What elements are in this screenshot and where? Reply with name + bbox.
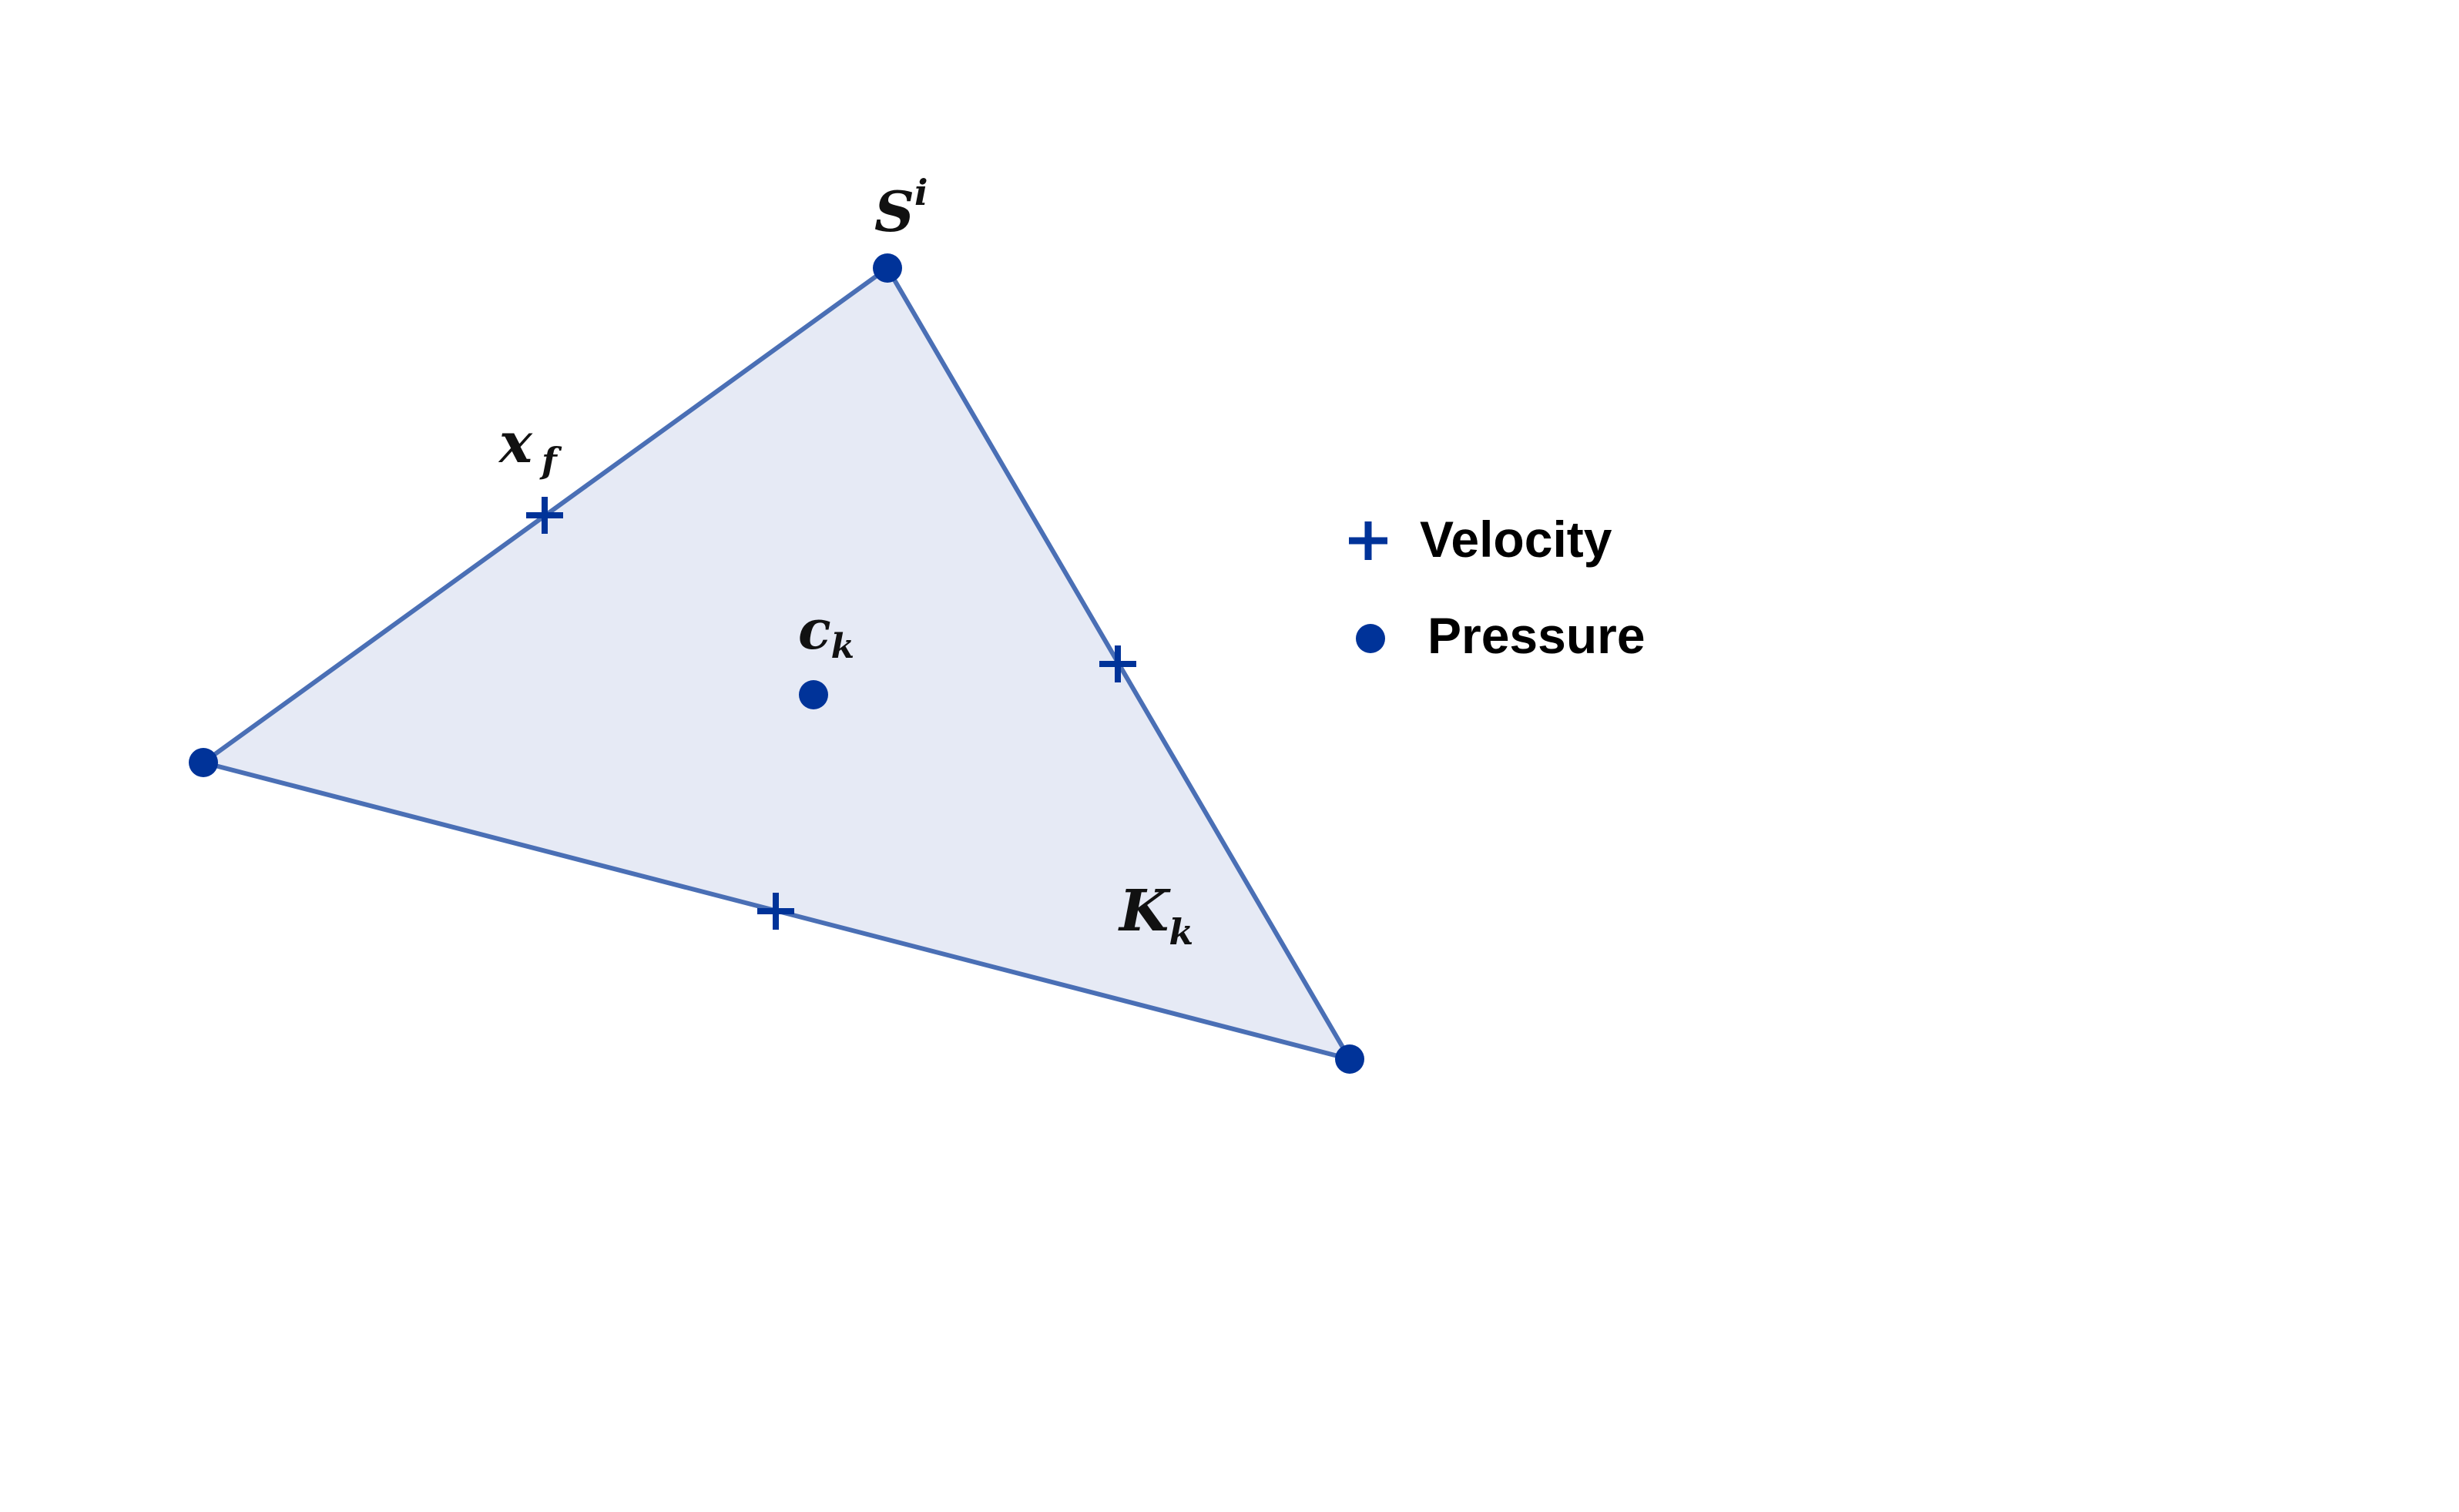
vertex-left-dot <box>189 748 218 777</box>
vertex-bottom-right-dot <box>1335 1044 1364 1074</box>
vertex-label-base: S <box>874 179 914 244</box>
face-point-left-plus <box>526 497 563 534</box>
legend-velocity-icon <box>1349 521 1387 560</box>
legend-pressure-label: Pressure <box>1427 607 1645 664</box>
face-point-bottom-plus <box>757 893 794 930</box>
face-point-right-plus <box>1099 645 1136 682</box>
legend-pressure-icon <box>1356 624 1385 653</box>
cell-label-base: K <box>1118 878 1171 944</box>
legend-velocity-label: Velocity <box>1420 511 1612 568</box>
center-label-base: c <box>798 598 831 662</box>
cell-label-sub: k <box>1169 911 1193 953</box>
center-label-sub: k <box>831 627 855 666</box>
face-point-label-sub: f <box>539 440 562 481</box>
face-point-label-base: x <box>498 410 533 475</box>
legend: Velocity Pressure <box>1349 511 1645 664</box>
cell-label: Kk <box>1118 878 1193 953</box>
vertex-label-sup: i <box>914 172 928 213</box>
vertex-top-dot <box>873 253 902 283</box>
cell-center-dot <box>799 680 828 709</box>
center-label: ck <box>798 598 854 666</box>
vertex-label: Si <box>874 172 928 244</box>
